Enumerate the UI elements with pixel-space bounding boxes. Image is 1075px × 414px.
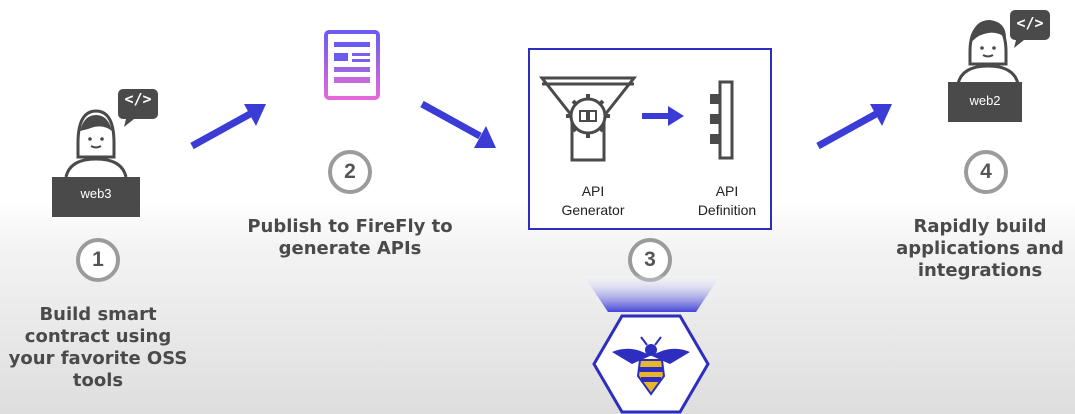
document-icon — [324, 30, 380, 100]
code-icon: </> — [1016, 14, 1044, 32]
arrow-1-to-2 — [190, 104, 266, 150]
step-badge-2: 2 — [328, 150, 372, 194]
api-definition-icon — [710, 80, 734, 160]
laptop-label-web2: web2 — [969, 93, 1001, 108]
laptop-label-web3: web3 — [80, 186, 112, 201]
step-badge-1: 1 — [76, 238, 120, 282]
generator-to-definition-arrow — [642, 106, 684, 126]
step-2-caption: Publish to FireFly to generate APIs — [247, 216, 453, 259]
step-1-caption: Build smart contract using your favorite… — [8, 304, 188, 391]
code-icon: </> — [124, 90, 152, 108]
developer-web2-icon — [948, 10, 1050, 122]
developer-web3-icon — [52, 89, 158, 217]
arrow-3-to-4 — [816, 104, 892, 150]
light-beam — [584, 276, 720, 312]
arrow-2-to-3 — [420, 100, 496, 148]
funnel-gear-icon — [538, 76, 638, 162]
step-4-caption: Rapidly build applications and integrati… — [896, 216, 1064, 281]
api-generator-label: API Generator — [561, 183, 625, 218]
api-definition-label: API Definition — [697, 183, 757, 218]
step-badge-4: 4 — [964, 150, 1008, 194]
firefly-bee-icon — [592, 314, 710, 414]
